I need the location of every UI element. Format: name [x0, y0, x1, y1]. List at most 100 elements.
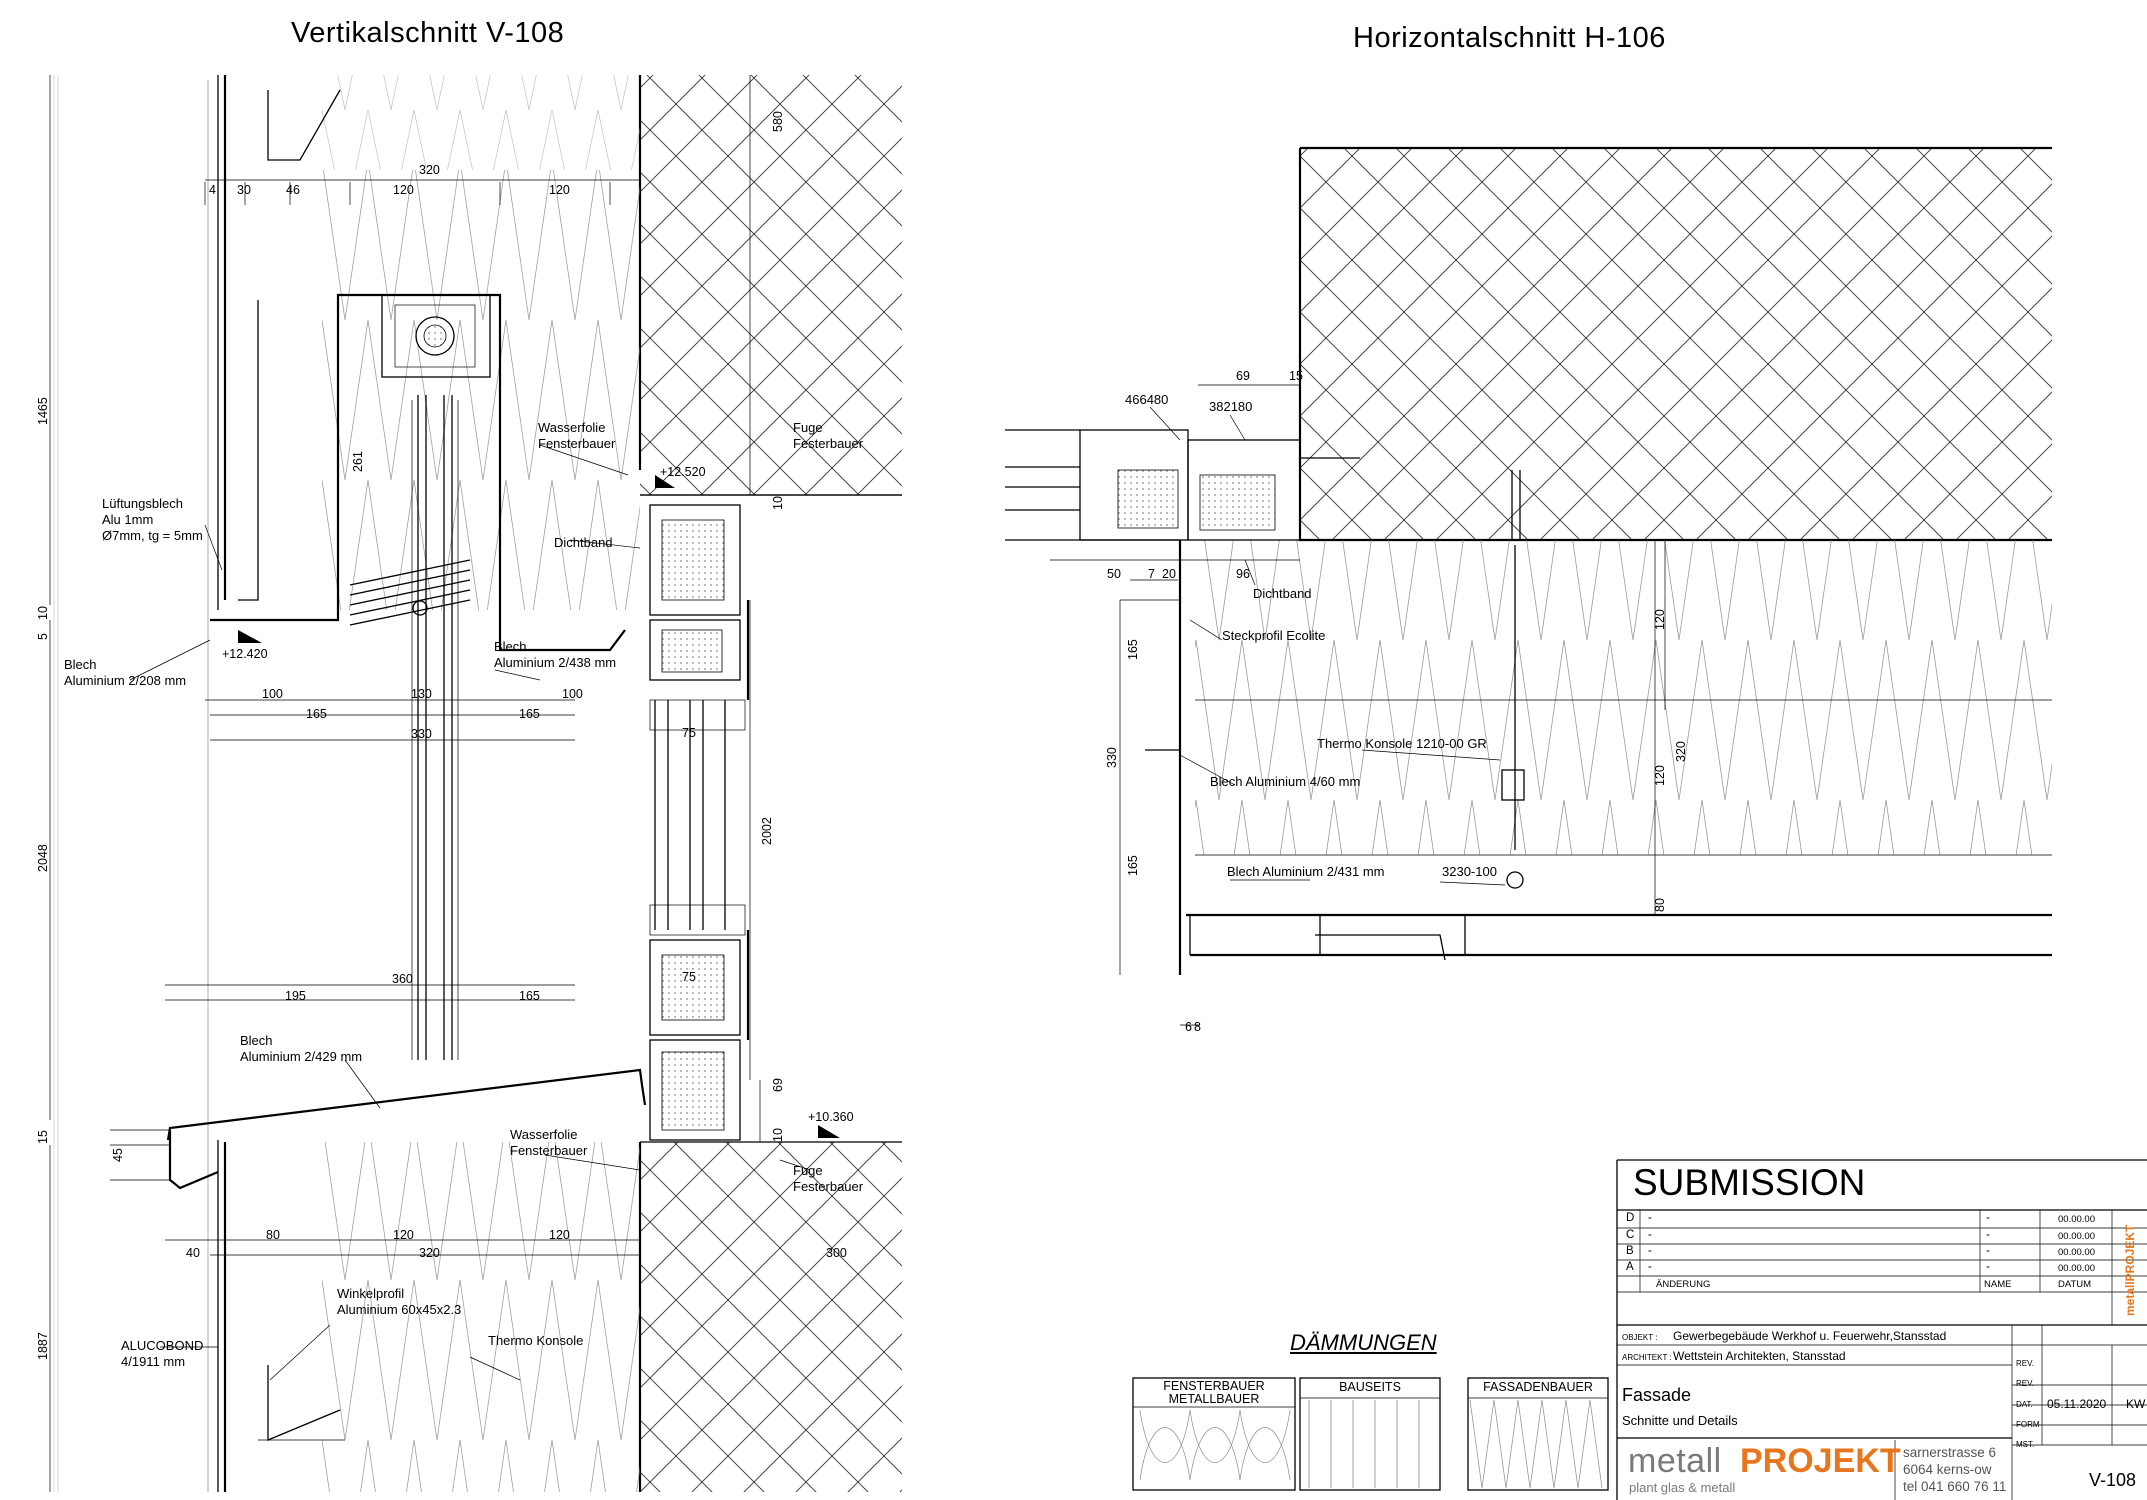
vertical-logo: metallPROJEKT [2123, 1224, 2137, 1316]
roller-blind-box [381, 294, 491, 378]
label-blech-208-spec: Aluminium 2/208 mm [64, 673, 186, 688]
label-blech-438: Blech [494, 639, 527, 654]
label-alucobond: ALUCOBOND [121, 1338, 203, 1353]
label-winkelprofil: Winkelprofil [337, 1286, 404, 1301]
hdim-80: 80 [1653, 898, 1667, 912]
dim-75-top: 75 [682, 726, 696, 740]
rev-letter-c: C [1626, 1229, 1635, 1241]
rev-name-d: - [1986, 1212, 1990, 1224]
rev-text-c: - [1648, 1229, 1652, 1241]
vertical-labels: Lüftungsblech Alu 1mm Ø7mm, tg = 5mm Ble… [64, 420, 864, 1369]
hdim-120-b: 120 [1653, 765, 1667, 786]
label-profile-382180: 382180 [1209, 399, 1252, 414]
vertical-section [49, 75, 902, 1492]
level-marker-top [655, 475, 675, 488]
dim-195: 195 [285, 989, 306, 1003]
rev-name-a: - [1986, 1261, 1990, 1273]
dim-165-c: 165 [519, 989, 540, 1003]
glazing-unit [649, 699, 746, 936]
horizontal-labels: 466480 382180 Dichtband Steckprofil Ecol… [1125, 392, 1497, 879]
label-blech-208: Blech [64, 657, 97, 672]
label-blech-431: Blech Aluminium 2/431 mm [1227, 864, 1385, 879]
dim-30: 30 [237, 183, 251, 197]
dim-120-c: 120 [393, 1228, 414, 1242]
label-profile-3230: 3230-100 [1442, 864, 1497, 879]
label-dichtband-vertical: Dichtband [554, 535, 613, 550]
label-wasserfolie-bottom-2: Fensterbauer [510, 1143, 588, 1158]
legend-box-bauseits [1299, 1377, 1441, 1491]
address-phone: tel 041 660 76 11 [1903, 1479, 2007, 1494]
insulation-horizontal-2 [1195, 700, 2052, 855]
dim-15: 15 [36, 1130, 50, 1144]
label-fuge-top-2: Festerbauer [793, 436, 864, 451]
hdim-165-b: 165 [1126, 855, 1140, 876]
dim-261: 261 [351, 451, 365, 472]
dim-120-a: 120 [393, 183, 414, 197]
rev-label-2: REV. [2016, 1379, 2034, 1388]
plan-subtitle: Schnitte und Details [1622, 1413, 1738, 1428]
window-frame-bottom [649, 939, 741, 1141]
dim-5: 5 [36, 633, 50, 640]
label-profile-466480: 466480 [1125, 392, 1168, 407]
hdim-330: 330 [1105, 747, 1119, 768]
rev-name-c: - [1986, 1229, 1990, 1241]
dim-580: 580 [771, 111, 785, 132]
label-blech-429: Blech [240, 1033, 273, 1048]
form-label: FORM [2016, 1420, 2040, 1429]
dim-100-a: 100 [262, 687, 283, 701]
rev-date-b: 00.00.00 [2058, 1247, 2095, 1258]
logo-tagline: plant glas & metall [1629, 1480, 1736, 1495]
vertical-dimensions: 320 4 30 46 120 120 580 1465 261 10 5 10… [36, 111, 847, 1360]
insulation-upper [322, 75, 640, 170]
legend-label-bauseits: BAUSEITS [1339, 1380, 1401, 1394]
dim-80: 80 [266, 1228, 280, 1242]
label-dichtband-horizontal: Dichtband [1253, 586, 1312, 601]
label-steckprofil: Steckprofil Ecolite [1222, 628, 1325, 643]
label-blech-429-spec: Aluminium 2/429 mm [240, 1049, 362, 1064]
legend-title: DÄMMUNGEN [1290, 1330, 1437, 1355]
initials: KW [2126, 1397, 2146, 1411]
logo-projekt: PROJEKT [1740, 1442, 1901, 1480]
label-wasserfolie-bottom: Wasserfolie [510, 1127, 577, 1142]
label-fuge-top: Fuge [793, 420, 823, 435]
vertical-section-title: Vertikalschnitt V-108 [291, 17, 565, 49]
legend-label-fensterbauer-1: FENSTERBAUER [1163, 1379, 1265, 1393]
hdim-20: 20 [1162, 567, 1176, 581]
rev-letter-a: A [1626, 1261, 1634, 1273]
dim-45: 45 [111, 1148, 125, 1162]
dim-360: 360 [392, 972, 413, 986]
window-frame-top [649, 504, 741, 681]
dim-120-d: 120 [549, 1228, 570, 1242]
objekt-value: Gewerbegebäude Werkhof u. Feuerwehr,Stan… [1673, 1329, 1947, 1343]
legend-box-fassadenbauer [1467, 1377, 1609, 1491]
logo-metall: metall [1628, 1442, 1722, 1480]
dim-300: 300 [826, 1246, 847, 1260]
plan-title: Fassade [1622, 1385, 1692, 1405]
hdim-50: 50 [1107, 567, 1121, 581]
level-marker-bottom [818, 1125, 840, 1138]
dim-130: 130 [411, 687, 432, 701]
legend-box-fensterbauer [1132, 1377, 1296, 1491]
insulation-lower [322, 1142, 640, 1492]
rev-label-1: REV. [2016, 1359, 2034, 1368]
concrete-wall-top [640, 75, 902, 495]
hdim-15: 15 [1289, 369, 1303, 383]
objekt-label: OBJEKT : [1622, 1333, 1658, 1342]
address-city: 6064 kerns-ow [1903, 1462, 1992, 1477]
legend-label-fensterbauer-2: METALLBAUER [1168, 1392, 1260, 1406]
horizontal-dimensions: 69 15 50 7 20 96 165 330 165 120 320 120… [1105, 369, 1688, 1034]
label-lueftungsblech-spec: Ø7mm, tg = 5mm [102, 528, 203, 543]
address-street: sarnerstrasse 6 [1903, 1445, 1997, 1460]
legend-label-fensterbauer: FENSTERBAUER METALLBAUER [1135, 1380, 1293, 1406]
architekt-label: ARCHITEKT : [1622, 1353, 1672, 1362]
rev-text-a: - [1648, 1261, 1652, 1273]
label-alucobond-spec: 4/1911 mm [121, 1354, 185, 1369]
hdim-120-a: 120 [1653, 609, 1667, 630]
dim-10-top: 10 [771, 496, 785, 510]
label-fuge-bottom: Fuge [793, 1163, 823, 1178]
dim-69: 69 [771, 1078, 785, 1092]
title-block-frame [1616, 1159, 2147, 1500]
dim-320-bot: 320 [419, 1246, 440, 1260]
dim-100-b: 100 [562, 687, 583, 701]
label-thermo-konsole-horizontal: Thermo Konsole 1210-00 GR [1317, 736, 1487, 751]
